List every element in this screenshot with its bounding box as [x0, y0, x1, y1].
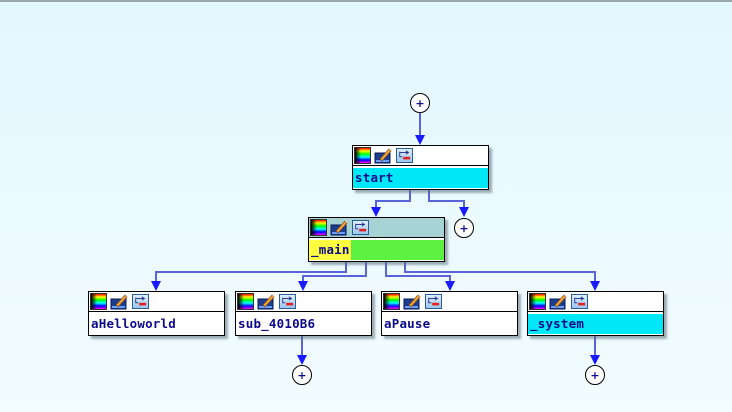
graph-node-aHelloworld[interactable]: aHelloworld — [88, 291, 225, 336]
arrowhead — [371, 207, 381, 217]
node-toolbar — [309, 218, 444, 238]
plus-icon: + — [415, 96, 425, 110]
node-label-row: _system — [528, 314, 663, 334]
expand-node-below-sub[interactable]: + — [292, 365, 312, 385]
node-toolbar — [236, 292, 371, 312]
arrowhead — [415, 135, 425, 145]
edge-main-to-pause — [385, 258, 451, 282]
node-toolbar — [89, 292, 224, 312]
node-label: start — [355, 170, 394, 185]
window-top-border — [0, 0, 732, 2]
palette-icon[interactable] — [310, 219, 327, 236]
arrowhead — [590, 281, 600, 291]
palette-icon[interactable] — [383, 293, 400, 310]
expand-node-below-system[interactable]: + — [585, 365, 605, 385]
edge-main-to-hello — [155, 258, 347, 282]
node-label-row: aPause — [382, 314, 517, 334]
plus-icon: + — [297, 368, 307, 382]
rename-icon[interactable] — [330, 219, 349, 236]
xrefs-icon[interactable] — [352, 220, 369, 235]
node-label: aHelloworld — [91, 316, 176, 331]
rename-icon[interactable] — [549, 293, 568, 310]
xrefs-icon[interactable] — [279, 294, 296, 309]
palette-icon[interactable] — [237, 293, 254, 310]
node-label: aPause — [384, 316, 431, 331]
xrefs-icon[interactable] — [132, 294, 149, 309]
graph-node-sub_4010B6[interactable]: sub_4010B6 — [235, 291, 372, 336]
node-label-row: start — [353, 168, 488, 188]
arrowhead — [459, 207, 469, 217]
expand-node-right-of-main[interactable]: + — [454, 218, 474, 238]
graph-node-system[interactable]: _system — [527, 291, 664, 336]
node-label: _main — [311, 242, 350, 257]
plus-icon: + — [590, 368, 600, 382]
node-label-row: sub_4010B6 — [236, 314, 371, 334]
rename-icon[interactable] — [110, 293, 129, 310]
edge-start-to-expand — [428, 187, 465, 208]
arrowhead — [445, 281, 455, 291]
node-label-row: aHelloworld — [89, 314, 224, 334]
palette-icon[interactable] — [529, 293, 546, 310]
arrowhead — [298, 281, 308, 291]
graph-node-aPause[interactable]: aPause — [381, 291, 518, 336]
xrefs-icon[interactable] — [396, 148, 413, 163]
edge-main-to-sub — [302, 258, 367, 282]
node-toolbar — [353, 146, 488, 166]
xrefs-icon[interactable] — [571, 294, 588, 309]
node-label-row: _main — [309, 240, 444, 260]
edge-main-to-system — [404, 258, 596, 282]
arrowhead — [297, 355, 307, 365]
rename-icon[interactable] — [403, 293, 422, 310]
expand-node-above-start[interactable]: + — [410, 93, 430, 113]
edge-start-to-main — [375, 187, 411, 208]
graph-node-start[interactable]: start — [352, 145, 489, 190]
node-label: _system — [530, 316, 585, 331]
palette-icon[interactable] — [354, 147, 371, 164]
palette-icon[interactable] — [90, 293, 107, 310]
graph-node-main[interactable]: _main — [308, 217, 445, 262]
arrowhead — [590, 355, 600, 365]
arrowhead — [151, 281, 161, 291]
plus-icon: + — [459, 221, 469, 235]
node-label: sub_4010B6 — [238, 316, 316, 331]
rename-icon[interactable] — [374, 147, 393, 164]
xrefs-icon[interactable] — [425, 294, 442, 309]
node-toolbar — [528, 292, 663, 312]
rename-icon[interactable] — [257, 293, 276, 310]
node-toolbar — [382, 292, 517, 312]
